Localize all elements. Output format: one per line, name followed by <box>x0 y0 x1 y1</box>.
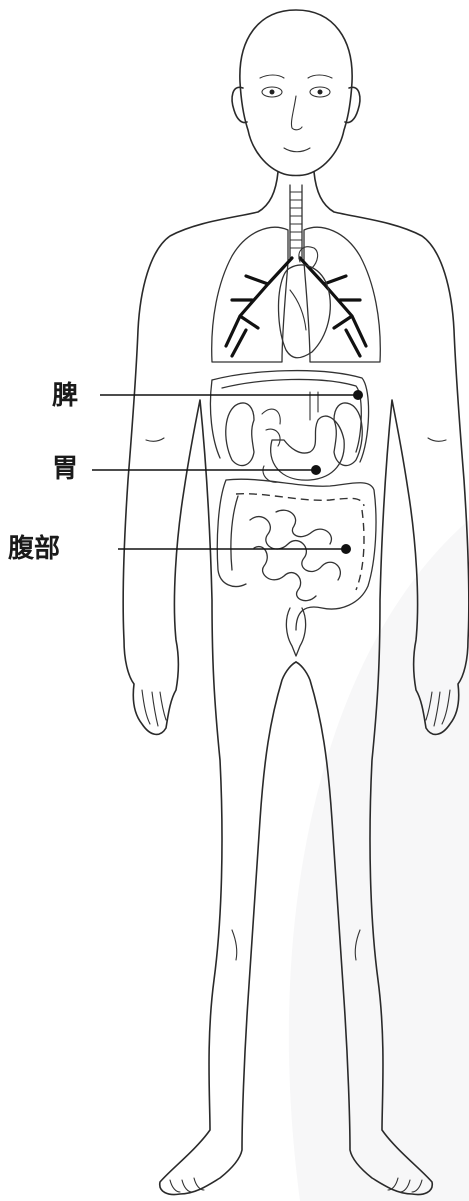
label-abdomen: 腹部 <box>8 536 60 562</box>
left-hand-fingers <box>142 690 166 726</box>
diaphragm <box>212 371 369 462</box>
right-elbow-line <box>428 438 446 441</box>
left-knee-line <box>232 930 237 960</box>
stomach-marker <box>311 465 321 475</box>
spleen-marker <box>353 390 363 400</box>
upper-abdomen-organs <box>226 392 363 482</box>
body-outline-left <box>123 172 296 1195</box>
head <box>232 10 360 176</box>
label-stomach: 胃 <box>52 456 78 482</box>
rectum <box>286 608 305 656</box>
large-intestine <box>217 479 376 630</box>
abdomen-marker <box>341 544 351 554</box>
left-elbow-line <box>146 438 164 441</box>
bronchi <box>226 258 366 356</box>
small-intestine <box>250 510 340 600</box>
trachea <box>290 185 302 258</box>
label-spleen: 脾 <box>52 383 78 409</box>
background-swoosh <box>289 520 469 1201</box>
